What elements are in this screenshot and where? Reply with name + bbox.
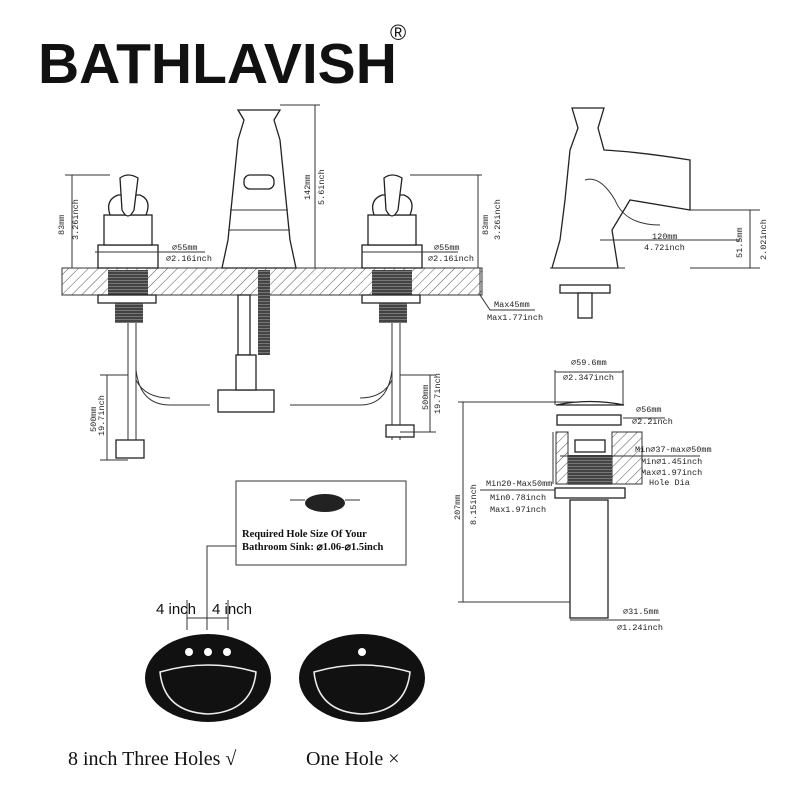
three-hole-sink [145, 634, 271, 722]
hole-dia-label: Hole Dia [649, 478, 690, 488]
side-view: 120mm 4.72inch 51.5mm 2.02inch [550, 107, 769, 319]
registered-mark: ® [390, 20, 406, 45]
brand-logo: BATHLAVISH [38, 32, 397, 96]
hole-spacing: 4 inch 4 inch [156, 600, 252, 630]
sink-thickness-max-in: Max1.97inch [490, 505, 546, 515]
right-handle-height-mm: 83mm [481, 215, 491, 235]
pop-up-drain: ⌀59.6mm ⌀2.347inch ⌀56mm ⌀2.2inch Min⌀37… [453, 358, 712, 633]
supply-hoses [115, 323, 415, 459]
hole-size-note: Required Hole Size Of Your Bathroom Sink… [206, 480, 407, 630]
spout-clearance-mm: 51.5mm [735, 227, 745, 258]
pipe-dia-in: ⌀1.24inch [617, 623, 663, 633]
spout-clearance-in: 2.02inch [759, 219, 769, 260]
center-spout [221, 109, 297, 356]
hole-note-line1: Required Hole Size Of Your [242, 529, 367, 540]
left-spacing: 4 inch [156, 601, 196, 618]
reach-mm: 120mm [652, 232, 678, 242]
reach-in: 4.72inch [644, 243, 685, 253]
sink-thickness-min-in: Min0.78inch [490, 493, 546, 503]
pipe-dia-mm: ⌀31.5mm [623, 607, 659, 617]
right-hose-in: 19.7inch [433, 373, 443, 414]
right-hose-mm: 500mm [421, 384, 431, 410]
sink-thickness-mm: Min20-Max50mm [486, 479, 552, 489]
hole-min-in: Min⌀1.45inch [641, 457, 702, 467]
left-base-dia-in: ⌀2.16inch [166, 254, 212, 264]
drain-height-mm: 207mm [453, 494, 463, 520]
hole-max-in: Max⌀1.97inch [641, 468, 702, 478]
deck-thickness-mm: Max45mm [494, 300, 530, 310]
front-view: 83mm 3.26inch 142mm 5.6inch 83mm 3.26inc… [57, 104, 543, 461]
flange-dia-in: ⌀2.2inch [632, 417, 673, 427]
spout-height-in: 5.6inch [317, 169, 327, 205]
one-hole-sink [299, 634, 425, 722]
right-handle [361, 174, 423, 323]
left-base-dia-mm: ⌀55mm [172, 243, 198, 253]
right-base-dia-mm: ⌀55mm [434, 243, 460, 253]
one-hole-caption: One Hole × [306, 748, 399, 770]
left-hose-mm: 500mm [89, 406, 99, 432]
right-spacing: 4 inch [212, 601, 252, 618]
hole-note-line2: Bathroom Sink: ⌀1.06-⌀1.5inch [242, 542, 384, 553]
spout-height-mm: 142mm [303, 174, 313, 200]
drain-cap-dia-in: ⌀2.347inch [563, 373, 614, 383]
deck-thickness-in: Max1.77inch [487, 313, 543, 323]
hole-range-mm: Min⌀37-max⌀50mm [635, 445, 712, 455]
left-hose-in: 19.7inch [97, 395, 107, 436]
left-handle-height-mm: 83mm [57, 215, 67, 235]
drain-height-in: 8.15inch [469, 484, 479, 525]
three-holes-caption: 8 inch Three Holes √ [68, 748, 236, 770]
left-handle-height-in: 3.26inch [71, 199, 81, 240]
right-base-dia-in: ⌀2.16inch [428, 254, 474, 264]
right-handle-height-in: 3.26inch [493, 199, 503, 240]
drain-cap-dia-mm: ⌀59.6mm [571, 358, 607, 368]
flange-dia-mm: ⌀56mm [636, 405, 662, 415]
left-handle [97, 174, 159, 323]
